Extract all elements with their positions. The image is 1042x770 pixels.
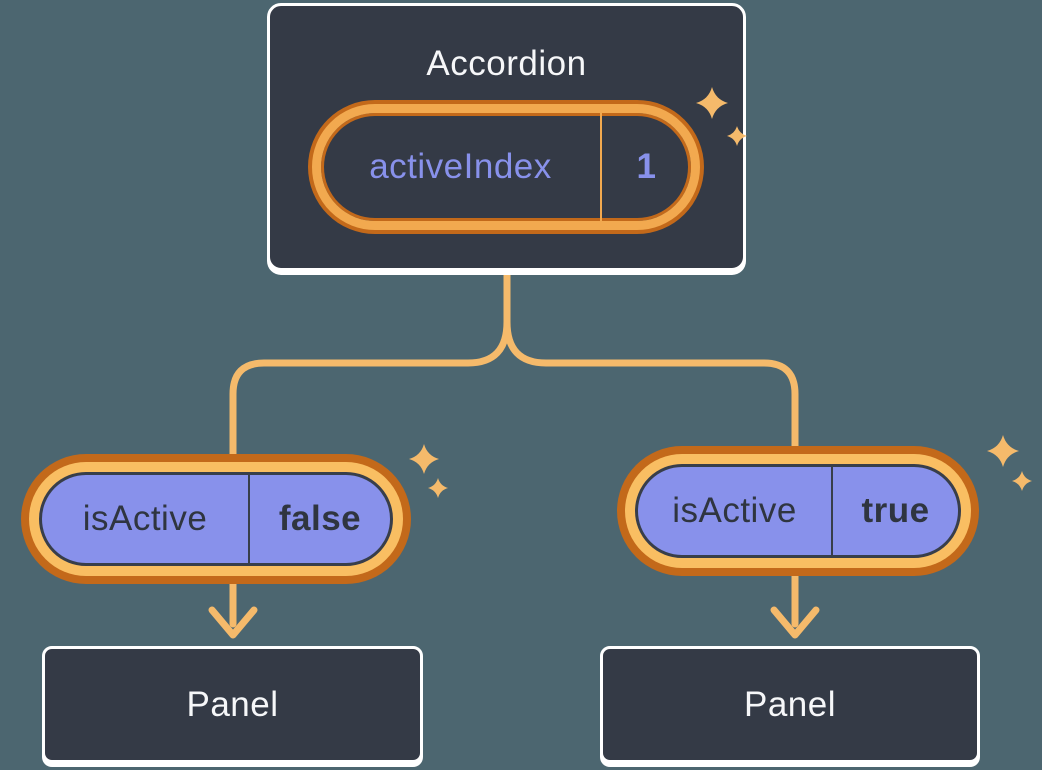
accordion-title: Accordion bbox=[426, 44, 587, 83]
state-value: 1 bbox=[636, 147, 657, 186]
panel-title-left: Panel bbox=[186, 684, 279, 724]
panel-box-left: Panel bbox=[42, 646, 423, 763]
prop-pill-left-divider bbox=[248, 475, 250, 563]
prop-name-right: isActive bbox=[672, 491, 797, 530]
state-pill: activeIndex 1 bbox=[312, 104, 700, 230]
arrow-right-head bbox=[770, 606, 820, 639]
prop-value-right: true bbox=[861, 491, 930, 530]
prop-value-left: false bbox=[278, 499, 362, 538]
prop-pill-right-divider bbox=[831, 467, 833, 555]
state-name: activeIndex bbox=[369, 147, 552, 186]
panel-title-right: Panel bbox=[743, 684, 837, 724]
sparkle-icon bbox=[428, 478, 448, 498]
arrow-left-head bbox=[208, 606, 258, 639]
sparkle-icon bbox=[409, 444, 439, 474]
panel-box-right: Panel bbox=[600, 646, 980, 763]
sparkle-icon bbox=[987, 435, 1019, 467]
prop-pill-left: isActive false bbox=[39, 472, 393, 566]
branch-right-line bbox=[503, 318, 799, 468]
state-pill-divider bbox=[600, 113, 602, 221]
branch-left-line bbox=[229, 318, 511, 474]
prop-name-left: isActive bbox=[82, 499, 208, 538]
prop-pill-right: isActive true bbox=[635, 464, 961, 558]
sparkle-icon bbox=[1012, 471, 1032, 491]
